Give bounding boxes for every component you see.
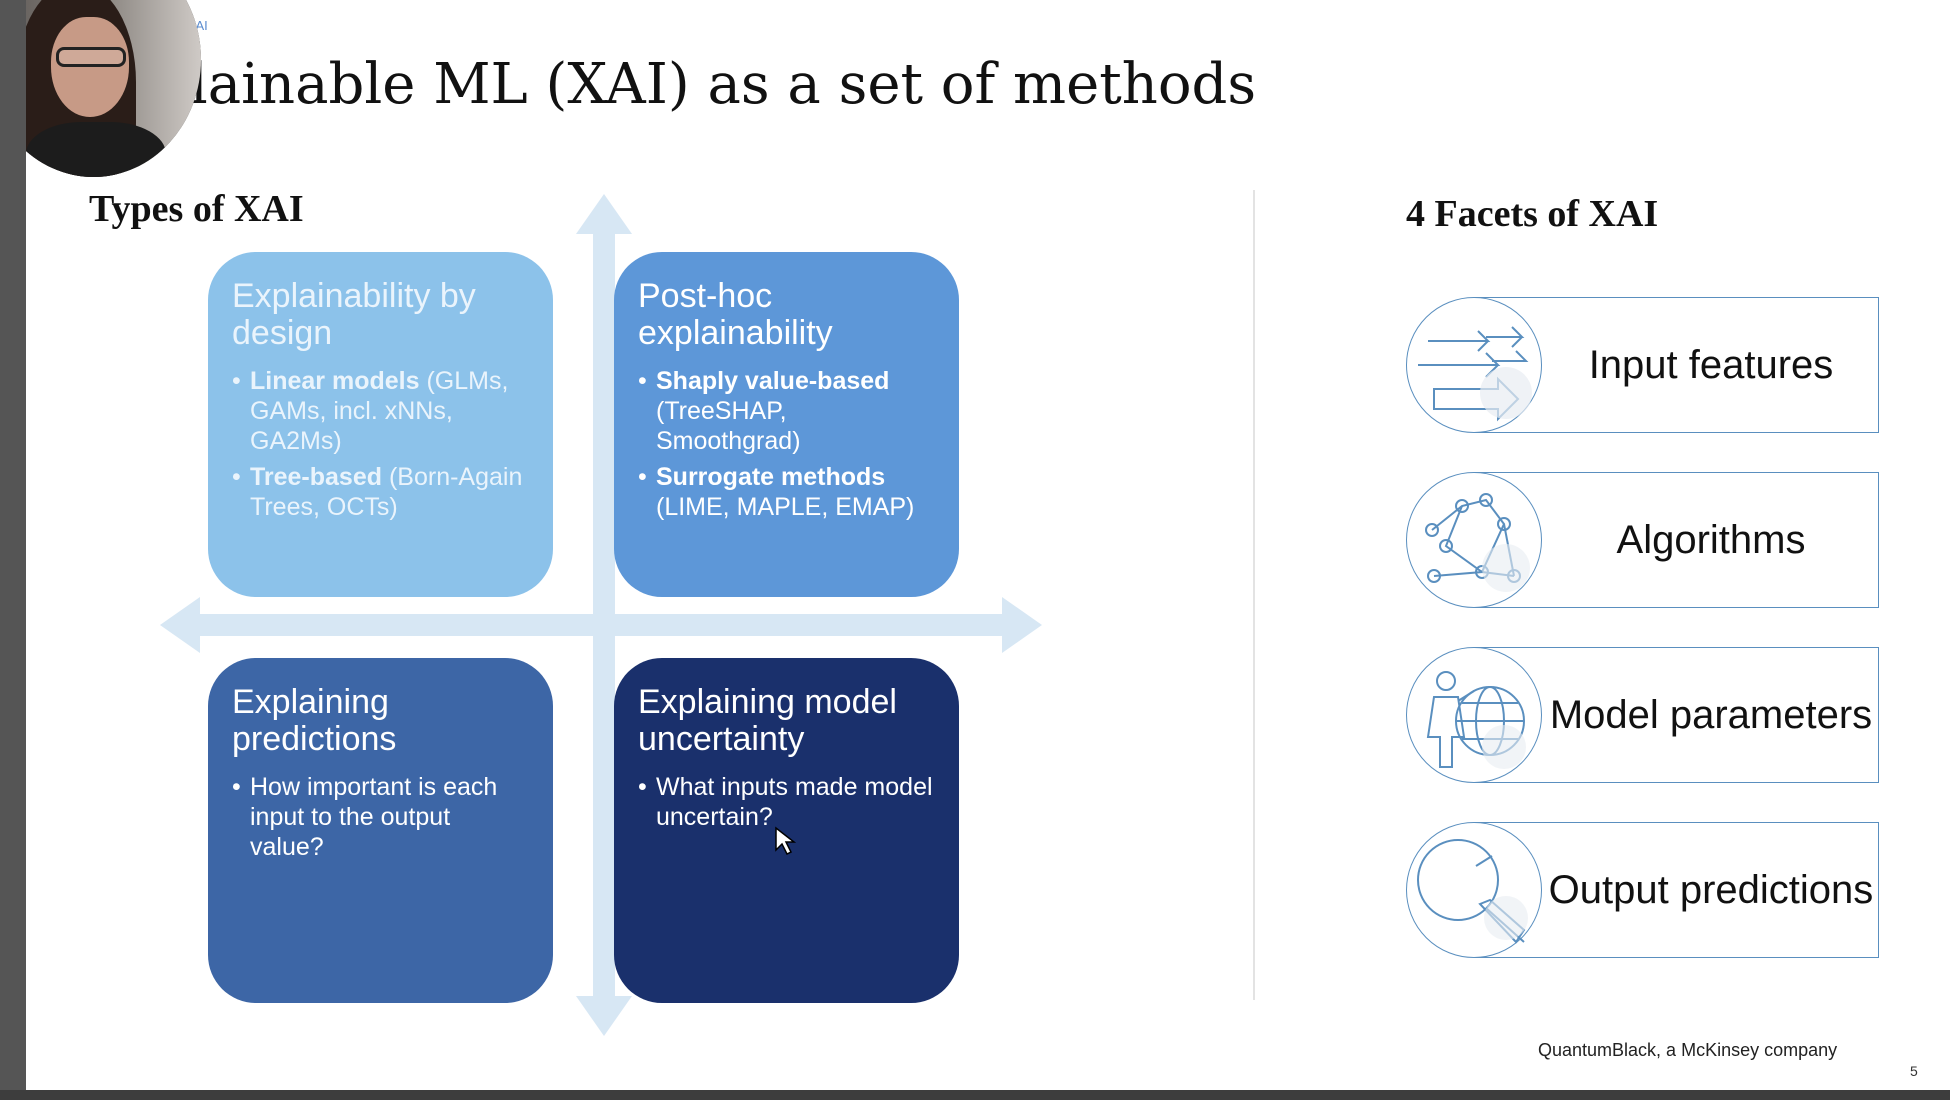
window-bottom-edge <box>0 1090 1950 1100</box>
quadrant-title: Explaining model uncertainty <box>638 683 897 758</box>
quadrant-bullet: Surrogate methods (LIME, MAPLE, EMAP) <box>638 462 935 522</box>
axis-arrow-up <box>576 194 632 234</box>
facet-circle <box>1406 472 1542 608</box>
facet-label: Algorithms <box>1616 517 1806 562</box>
presenter-webcam-avatar <box>26 0 201 177</box>
quadrant-title: Post-hoc explainability <box>638 277 833 352</box>
quadrant-bullet: Shaply value-based (TreeSHAP, Smoothgrad… <box>638 366 935 456</box>
window-left-edge <box>0 0 26 1090</box>
globe-person-icon <box>1426 671 1526 769</box>
arrows-icon <box>1418 326 1532 422</box>
page-number: 5 <box>1910 1063 1918 1079</box>
facet-label: Input features <box>1588 342 1834 387</box>
facet-label: Output predictions <box>1548 867 1874 912</box>
magnifier-icon <box>1417 839 1528 944</box>
quadrant-explainability-by-design: Explainability by design Linear models (… <box>208 252 553 597</box>
footer-company: QuantumBlack, a McKinsey company <box>1538 1040 1838 1060</box>
quadrant-bullet: Tree-based (Born-Again Trees, OCTs) <box>232 462 529 522</box>
facet-input-features: Input features <box>1406 297 1881 437</box>
mouse-cursor-icon <box>775 826 796 856</box>
slide: n XAI plainable ML (XAI) as a set of met… <box>26 0 1950 1090</box>
quadrant-bullet: Linear models (GLMs, GAMs, incl. xNNs, G… <box>232 366 529 456</box>
axis-arrow-left <box>160 597 200 653</box>
quadrant-axes <box>160 194 1042 1036</box>
facet-algorithms: Algorithms <box>1406 472 1881 612</box>
types-heading: Types of XAI <box>89 188 304 230</box>
horizontal-axis <box>186 614 1016 636</box>
quadrant-bullet: What inputs made model uncertain? <box>638 772 935 832</box>
quadrant-title: Explainability by design <box>232 277 476 352</box>
axis-arrow-down <box>576 996 632 1036</box>
facets-heading: 4 Facets of XAI <box>1406 193 1659 235</box>
facet-output-predictions: Output predictions <box>1406 822 1881 962</box>
quadrant-bullet: How important is each input to the outpu… <box>232 772 529 862</box>
network-icon <box>1425 493 1530 592</box>
facet-label: Model parameters <box>1549 692 1873 737</box>
quadrant-explaining-uncertainty: Explaining model uncertainty What inputs… <box>614 658 959 1003</box>
facet-model-parameters: Model parameters <box>1406 647 1881 787</box>
vertical-divider <box>1253 190 1255 1000</box>
slide-title: plainable ML (XAI) as a set of methods <box>154 52 1257 117</box>
quadrant-title: Explaining predictions <box>232 683 397 758</box>
glasses-icon <box>56 47 126 67</box>
quadrant-post-hoc: Post-hoc explainability Shaply value-bas… <box>614 252 959 597</box>
axis-arrow-right <box>1002 597 1042 653</box>
quadrant-explaining-predictions: Explaining predictions How important is … <box>208 658 553 1003</box>
